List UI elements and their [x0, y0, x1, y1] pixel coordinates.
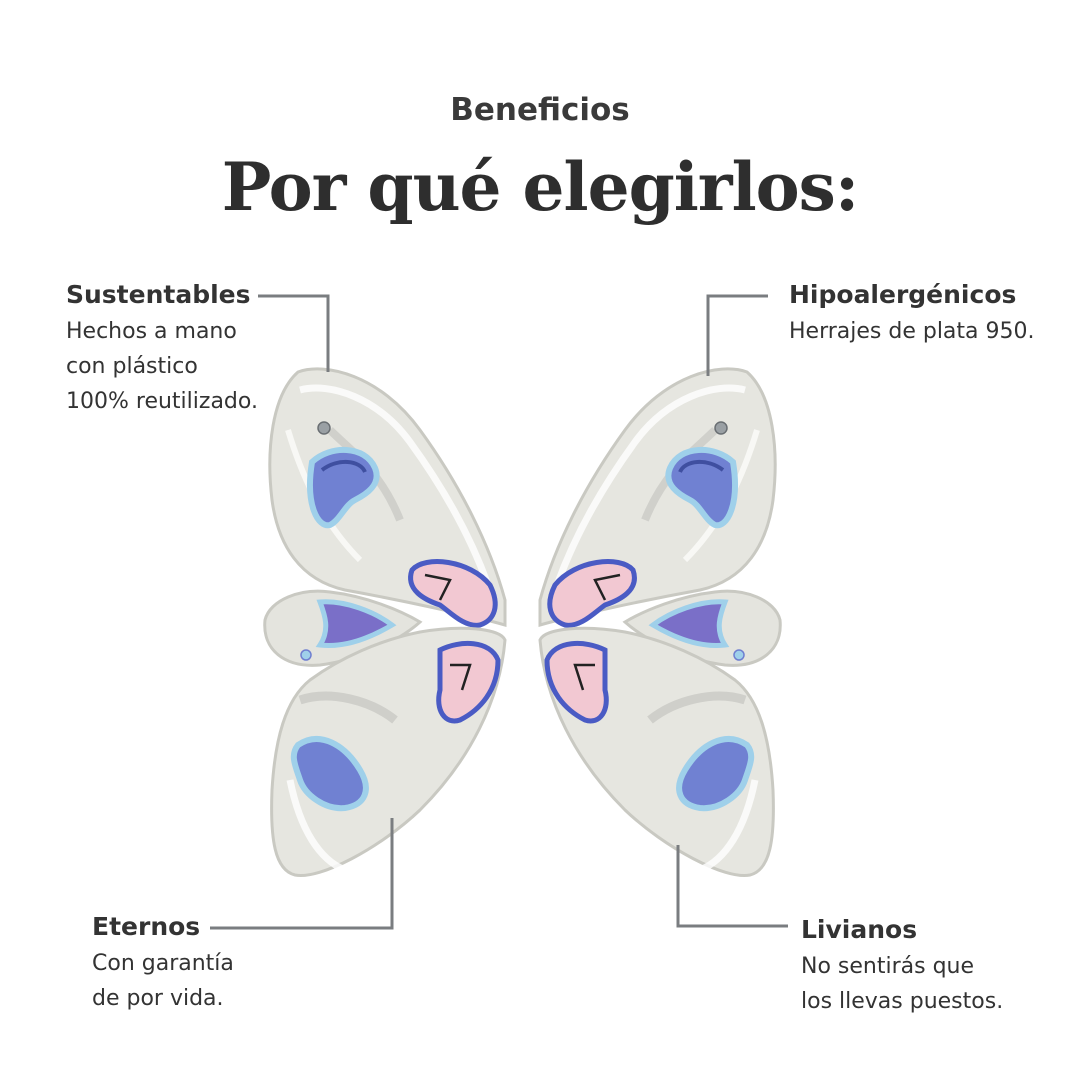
benefit-description: Hechos a mano con plástico 100% reutiliz… [66, 314, 258, 419]
benefit-line: de por vida. [92, 986, 224, 1011]
benefit-title: Livianos [801, 915, 918, 944]
benefit-line: 100% reutilizado. [66, 389, 258, 414]
leader-line-hipoalergenicos [706, 294, 768, 376]
benefit-line: los llevas puestos. [801, 989, 1004, 1014]
benefit-line: Con garantía [92, 951, 234, 976]
section-eyebrow: Beneficios [450, 92, 630, 128]
benefit-title: Eternos [92, 912, 201, 941]
right-earring [538, 367, 782, 878]
benefit-line: con plástico [66, 354, 198, 379]
leader-line-livianos [676, 845, 788, 928]
benefit-eternos: Eternos Con garantía de por vida. [92, 912, 234, 1016]
benefit-sustentables: Sustentables Hechos a mano con plástico … [66, 280, 258, 419]
benefit-title: Sustentables [66, 280, 251, 309]
benefit-livianos: Livianos No sentirás que los llevas pues… [801, 915, 1003, 1019]
benefit-description: No sentirás que los llevas puestos. [801, 949, 1003, 1019]
benefit-hipoalergenicos: Hipoalergénicos Herrajes de plata 950. [789, 280, 1035, 349]
benefit-line: Hechos a mano [66, 319, 237, 344]
leader-line-sustentables [258, 294, 330, 372]
page-title: Por qué elegirlos: [221, 148, 859, 226]
benefit-title: Hipoalergénicos [789, 280, 1017, 309]
benefit-line: No sentirás que [801, 954, 975, 979]
left-earring [263, 367, 507, 878]
leader-line-eternos [210, 818, 394, 930]
benefit-line: Herrajes de plata 950. [789, 319, 1035, 344]
benefit-description: Con garantía de por vida. [92, 946, 234, 1016]
benefit-description: Herrajes de plata 950. [789, 314, 1035, 349]
